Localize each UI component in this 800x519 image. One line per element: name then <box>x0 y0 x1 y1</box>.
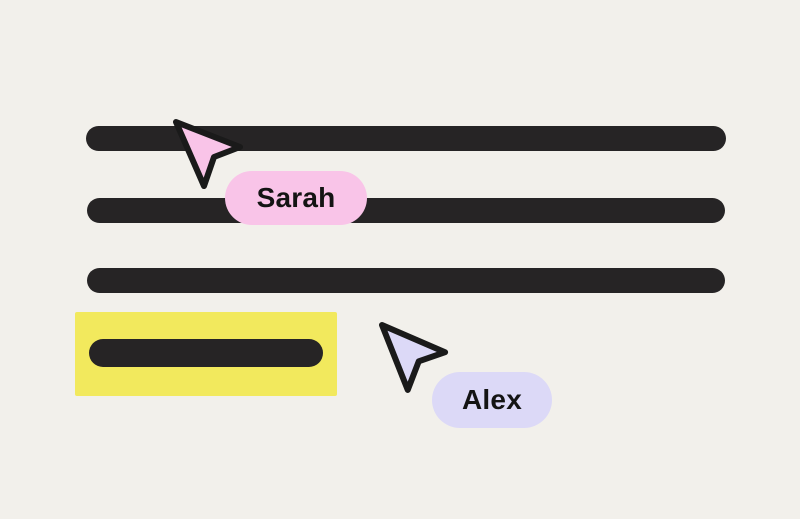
sarah-name-label: Sarah <box>256 182 336 213</box>
document-line-3 <box>87 268 725 293</box>
alex-cursor-icon <box>379 322 449 393</box>
document-line-4-highlighted <box>89 339 323 367</box>
alex-cursor-pointer-icon <box>379 322 449 393</box>
document-line-2 <box>87 198 725 223</box>
sarah-cursor-pointer-icon <box>173 119 243 189</box>
alex-name-tag: Alex <box>432 372 552 428</box>
sarah-cursor-icon <box>173 119 243 189</box>
alex-name-label: Alex <box>462 384 522 415</box>
sarah-name-tag: Sarah <box>225 171 367 225</box>
